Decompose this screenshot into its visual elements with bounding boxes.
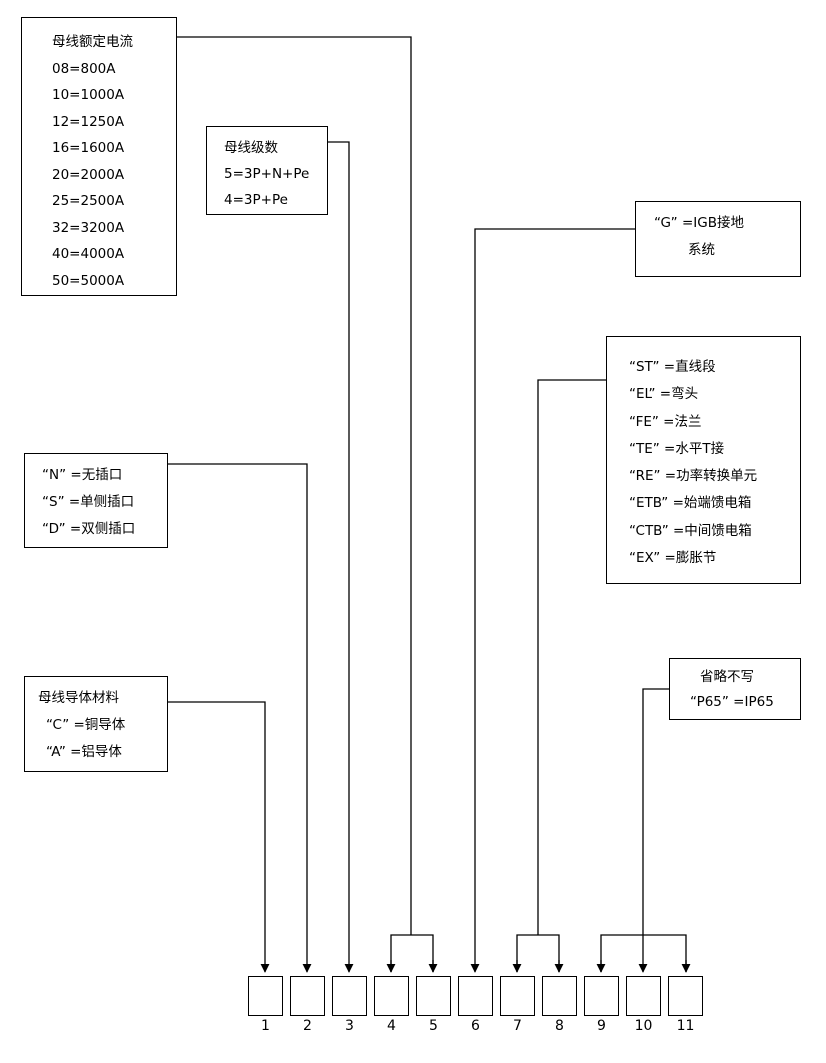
code-slot-number: 1	[261, 1018, 270, 1034]
code-slot-2	[290, 976, 325, 1016]
connector-current-to-4-5	[177, 36, 412, 935]
ip-rating-box: 省略不写 “P65” =IP65	[669, 658, 801, 720]
outlet-item: “S” =单侧插口	[42, 494, 135, 510]
code-slot-number: 2	[303, 1018, 312, 1034]
busbar-levels-title: 母线级数	[224, 140, 278, 156]
code-slot-number: 11	[676, 1018, 695, 1034]
rated-current-item: 20=2000A	[52, 166, 125, 183]
code-slot-number: 6	[471, 1018, 480, 1034]
busbar-levels-item: 5=3P+N+Pe	[224, 166, 310, 182]
ip-rating-line-2: “P65” =IP65	[690, 694, 774, 710]
connector-outlet-to-2	[168, 463, 312, 973]
code-slot-number: 5	[429, 1018, 438, 1034]
grounding-line-2: 系统	[688, 242, 715, 258]
conductor-material-item: “C” =铜导体	[46, 717, 126, 733]
code-slot-6	[458, 976, 493, 1016]
section-type-item: “ETB” =始端馈电箱	[629, 495, 752, 512]
grounding-box: “G” =IGB接地 系统	[635, 201, 801, 277]
code-slot-3	[332, 976, 367, 1016]
rated-current-item: 50=5000A	[52, 272, 125, 289]
connector-type-to-7-8	[537, 379, 606, 935]
conductor-material-item: “A” =铝导体	[46, 744, 122, 760]
code-slot-1	[248, 976, 283, 1016]
section-type-item: “EL” =弯头	[629, 386, 699, 403]
busbar-levels-box: 母线级数 5=3P+N+Pe 4=3P+Pe	[206, 126, 328, 215]
code-slot-4	[374, 976, 409, 1016]
section-type-item: “ST” =直线段	[629, 359, 716, 375]
rated-current-item: 25=2500A	[52, 193, 125, 209]
connector-branch-4-5	[390, 934, 434, 972]
code-slot-9	[584, 976, 619, 1016]
conductor-material-title: 母线导体材料	[38, 690, 119, 706]
rated-current-item: 10=1000A	[52, 87, 125, 103]
section-type-item: “TE” =水平T接	[629, 440, 725, 457]
rated-current-item: 12=1250A	[52, 113, 125, 130]
code-slot-7	[500, 976, 535, 1016]
rated-current-item: 08=800A	[52, 60, 116, 77]
connector-material-to-1	[168, 701, 270, 973]
code-slot-number: 3	[345, 1018, 354, 1034]
ip-rating-line-1: 省略不写	[700, 669, 754, 685]
code-slot-8	[542, 976, 577, 1016]
code-slot-number: 9	[597, 1018, 606, 1034]
connector-levels-to-3	[328, 141, 354, 973]
connector-ip-to-9-11	[642, 688, 669, 935]
rated-current-item: 32=3200A	[52, 219, 125, 236]
busbar-levels-item: 4=3P+Pe	[224, 192, 288, 208]
grounding-line-1: “G” =IGB接地	[654, 215, 744, 231]
section-type-item: “RE” =功率转换单元	[629, 468, 758, 485]
rated-current-item: 40=4000A	[52, 246, 125, 262]
rated-current-item: 16=1600A	[52, 140, 125, 156]
code-slot-number: 4	[387, 1018, 396, 1034]
section-type-item: “CTB” =中间馈电箱	[629, 522, 752, 539]
outlet-item: “D” =双侧插口	[42, 521, 136, 537]
code-slot-11	[668, 976, 703, 1016]
code-slot-10	[626, 976, 661, 1016]
code-slot-number: 8	[555, 1018, 564, 1034]
rated-current-box: 母线额定电流 08=800A 10=1000A 12=1250A 16=1600…	[21, 17, 177, 296]
section-type-item: “FE” =法兰	[629, 413, 702, 430]
code-slot-5	[416, 976, 451, 1016]
section-type-box: “ST” =直线段 “EL” =弯头 “FE” =法兰 “TE” =水平T接 “…	[606, 336, 801, 584]
code-slot-number: 10	[634, 1018, 653, 1034]
conductor-material-box: 母线导体材料 “C” =铜导体 “A” =铝导体	[24, 676, 168, 772]
outlet-item: “N” =无插口	[42, 467, 123, 483]
section-type-item: “EX” =膨胀节	[629, 550, 717, 567]
rated-current-title: 母线额定电流	[52, 34, 133, 50]
outlet-box: “N” =无插口 “S” =单侧插口 “D” =双侧插口	[24, 453, 168, 548]
connector-branch-7-8	[516, 934, 560, 972]
code-slot-number: 7	[513, 1018, 522, 1034]
connector-ground-to-6	[470, 228, 635, 973]
